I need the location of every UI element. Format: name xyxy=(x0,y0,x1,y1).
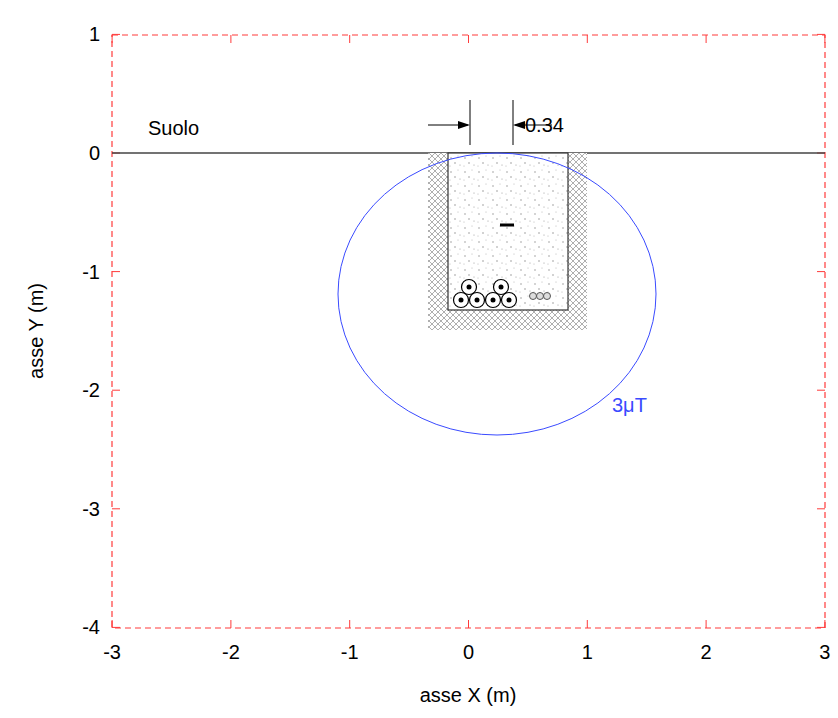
cable-cores xyxy=(459,285,512,303)
tick-label: -3 xyxy=(103,642,121,662)
x-tick xyxy=(230,35,231,43)
axis-title: asse X (m) xyxy=(420,685,517,705)
x-tick xyxy=(706,35,707,43)
ground-label: Suolo xyxy=(148,118,199,138)
dimension-arrows xyxy=(458,121,525,129)
tick-label: 0 xyxy=(89,143,100,163)
axis-ticks xyxy=(112,34,825,628)
trench-hatch xyxy=(428,153,587,330)
tick-label: 2 xyxy=(701,642,712,662)
trench-fill xyxy=(448,153,568,310)
x-tick xyxy=(824,35,825,43)
small-cables xyxy=(530,293,551,300)
tick-label: 1 xyxy=(89,24,100,44)
y-tick xyxy=(817,390,825,391)
x-tick xyxy=(112,35,113,43)
y-tick xyxy=(112,508,120,509)
x-tick xyxy=(587,620,588,628)
tick-label: 0 xyxy=(463,642,474,662)
tick-label: -1 xyxy=(82,262,100,282)
axis-title: asse Y (m) xyxy=(26,283,46,379)
y-tick xyxy=(112,627,120,628)
x-tick xyxy=(468,35,469,43)
plot-frame xyxy=(112,35,825,628)
dimension-value: 0.34 xyxy=(525,115,564,135)
tick-label: -4 xyxy=(82,617,100,637)
x-tick xyxy=(824,620,825,628)
isoline-3uT xyxy=(338,153,656,435)
y-tick xyxy=(817,627,825,628)
tick-label: -2 xyxy=(222,642,240,662)
x-tick xyxy=(349,35,350,43)
tick-label: -1 xyxy=(341,642,359,662)
tick-label: -2 xyxy=(82,380,100,400)
isoline-label: 3μT xyxy=(612,395,647,415)
cable-trefoils xyxy=(454,280,517,308)
x-tick xyxy=(349,620,350,628)
y-tick xyxy=(112,34,120,35)
x-tick xyxy=(706,620,707,628)
y-tick xyxy=(817,271,825,272)
tick-label: -3 xyxy=(82,499,100,519)
y-tick xyxy=(817,508,825,509)
x-tick xyxy=(468,620,469,628)
y-tick xyxy=(112,271,120,272)
y-tick xyxy=(112,390,120,391)
tick-label: 1 xyxy=(582,642,593,662)
marker-dash xyxy=(500,224,514,227)
x-tick xyxy=(230,620,231,628)
x-tick xyxy=(587,35,588,43)
y-tick xyxy=(817,34,825,35)
tick-label: 3 xyxy=(819,642,830,662)
x-tick xyxy=(112,620,113,628)
